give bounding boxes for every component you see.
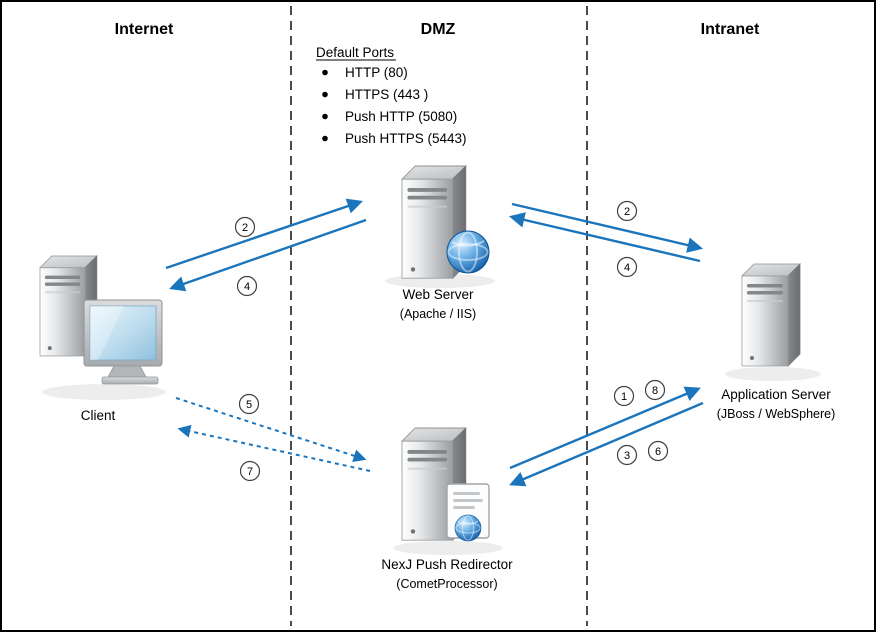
default-ports-item: HTTPS (443 ) <box>345 87 428 102</box>
globe-icon <box>446 230 490 274</box>
svg-text:2: 2 <box>242 222 248 234</box>
default-ports-item: HTTP (80) <box>345 65 408 80</box>
arrow-redirector-to-client <box>177 424 371 472</box>
arrow-redirector-to-app <box>509 386 701 470</box>
redirector-label: NexJ Push Redirector <box>381 557 513 572</box>
step-badge-8-app-push: 8 <box>644 379 666 401</box>
svg-text:5: 5 <box>246 399 252 411</box>
svg-text:7: 7 <box>247 466 253 478</box>
step-badge-3-app-push: 3 <box>616 444 638 466</box>
client-monitor-icon <box>83 299 163 385</box>
redirector-shadow <box>393 541 503 555</box>
step-badge-2-web-app: 2 <box>616 200 638 222</box>
arrow-app-to-web <box>508 212 701 263</box>
svg-text:2: 2 <box>624 206 630 218</box>
step-badge-6-app-push: 6 <box>647 440 669 462</box>
app-server-node: Application Server (JBoss / WebSphere) <box>717 263 836 421</box>
app-server-label: Application Server <box>721 387 831 402</box>
globe-icon <box>454 514 482 542</box>
step-badge-4-client-web: 4 <box>236 275 258 297</box>
zone-title-internet: Internet <box>115 21 174 38</box>
default-ports-item: Push HTTP (5080) <box>345 109 457 124</box>
step-badges: 2 4 2 4 5 7 1 8 <box>234 200 669 482</box>
arrow-web-to-app <box>511 202 704 253</box>
svg-text:4: 4 <box>244 281 250 293</box>
svg-text:3: 3 <box>624 450 630 462</box>
arrows-client-web <box>165 198 367 292</box>
client-node: Client <box>39 255 163 423</box>
zone-title-intranet: Intranet <box>701 21 760 38</box>
zone-title-dmz: DMZ <box>421 21 456 38</box>
arrow-web-to-client <box>169 218 367 292</box>
bullet-icon <box>322 69 328 76</box>
client-label: Client <box>81 408 116 423</box>
step-badge-1-app-push: 1 <box>613 385 635 407</box>
bullet-icon <box>322 91 328 98</box>
web-server-label: Web Server <box>402 287 474 302</box>
default-ports-item: Push HTTPS (5443) <box>345 131 467 146</box>
svg-text:8: 8 <box>652 385 658 397</box>
svg-text:1: 1 <box>621 391 627 403</box>
redirector-sublabel: (CometProcessor) <box>396 577 497 591</box>
app-server-sublabel: (JBoss / WebSphere) <box>717 407 836 421</box>
redirector-node: NexJ Push Redirector (CometProcessor) <box>381 427 513 591</box>
bullet-icon <box>322 135 328 142</box>
web-server-sublabel: (Apache / IIS) <box>400 307 476 321</box>
step-badge-2-client-web: 2 <box>234 216 256 238</box>
default-ports-title: Default Ports <box>316 45 394 60</box>
svg-text:6: 6 <box>655 446 661 458</box>
arrows-web-app <box>508 202 704 263</box>
svg-text:4: 4 <box>624 262 630 274</box>
app-server-shadow <box>725 367 821 381</box>
arrows-client-redirector <box>175 397 371 472</box>
arrow-client-to-web <box>165 198 363 270</box>
step-badge-5-push: 5 <box>238 393 260 415</box>
web-server-node: Web Server (Apache / IIS) <box>400 165 490 321</box>
arrows-redirector-app <box>509 386 704 487</box>
step-badge-4-web-app: 4 <box>616 256 638 278</box>
arrow-client-to-redirector <box>175 397 367 462</box>
bullet-icon <box>322 113 328 120</box>
app-server-tower-icon <box>741 263 801 367</box>
step-badge-7-push: 7 <box>239 460 261 482</box>
default-ports-list: Default Ports HTTP (80) HTTPS (443 ) Pus… <box>316 45 467 146</box>
client-shadow <box>42 384 166 400</box>
arrow-app-to-redirector <box>509 401 704 487</box>
